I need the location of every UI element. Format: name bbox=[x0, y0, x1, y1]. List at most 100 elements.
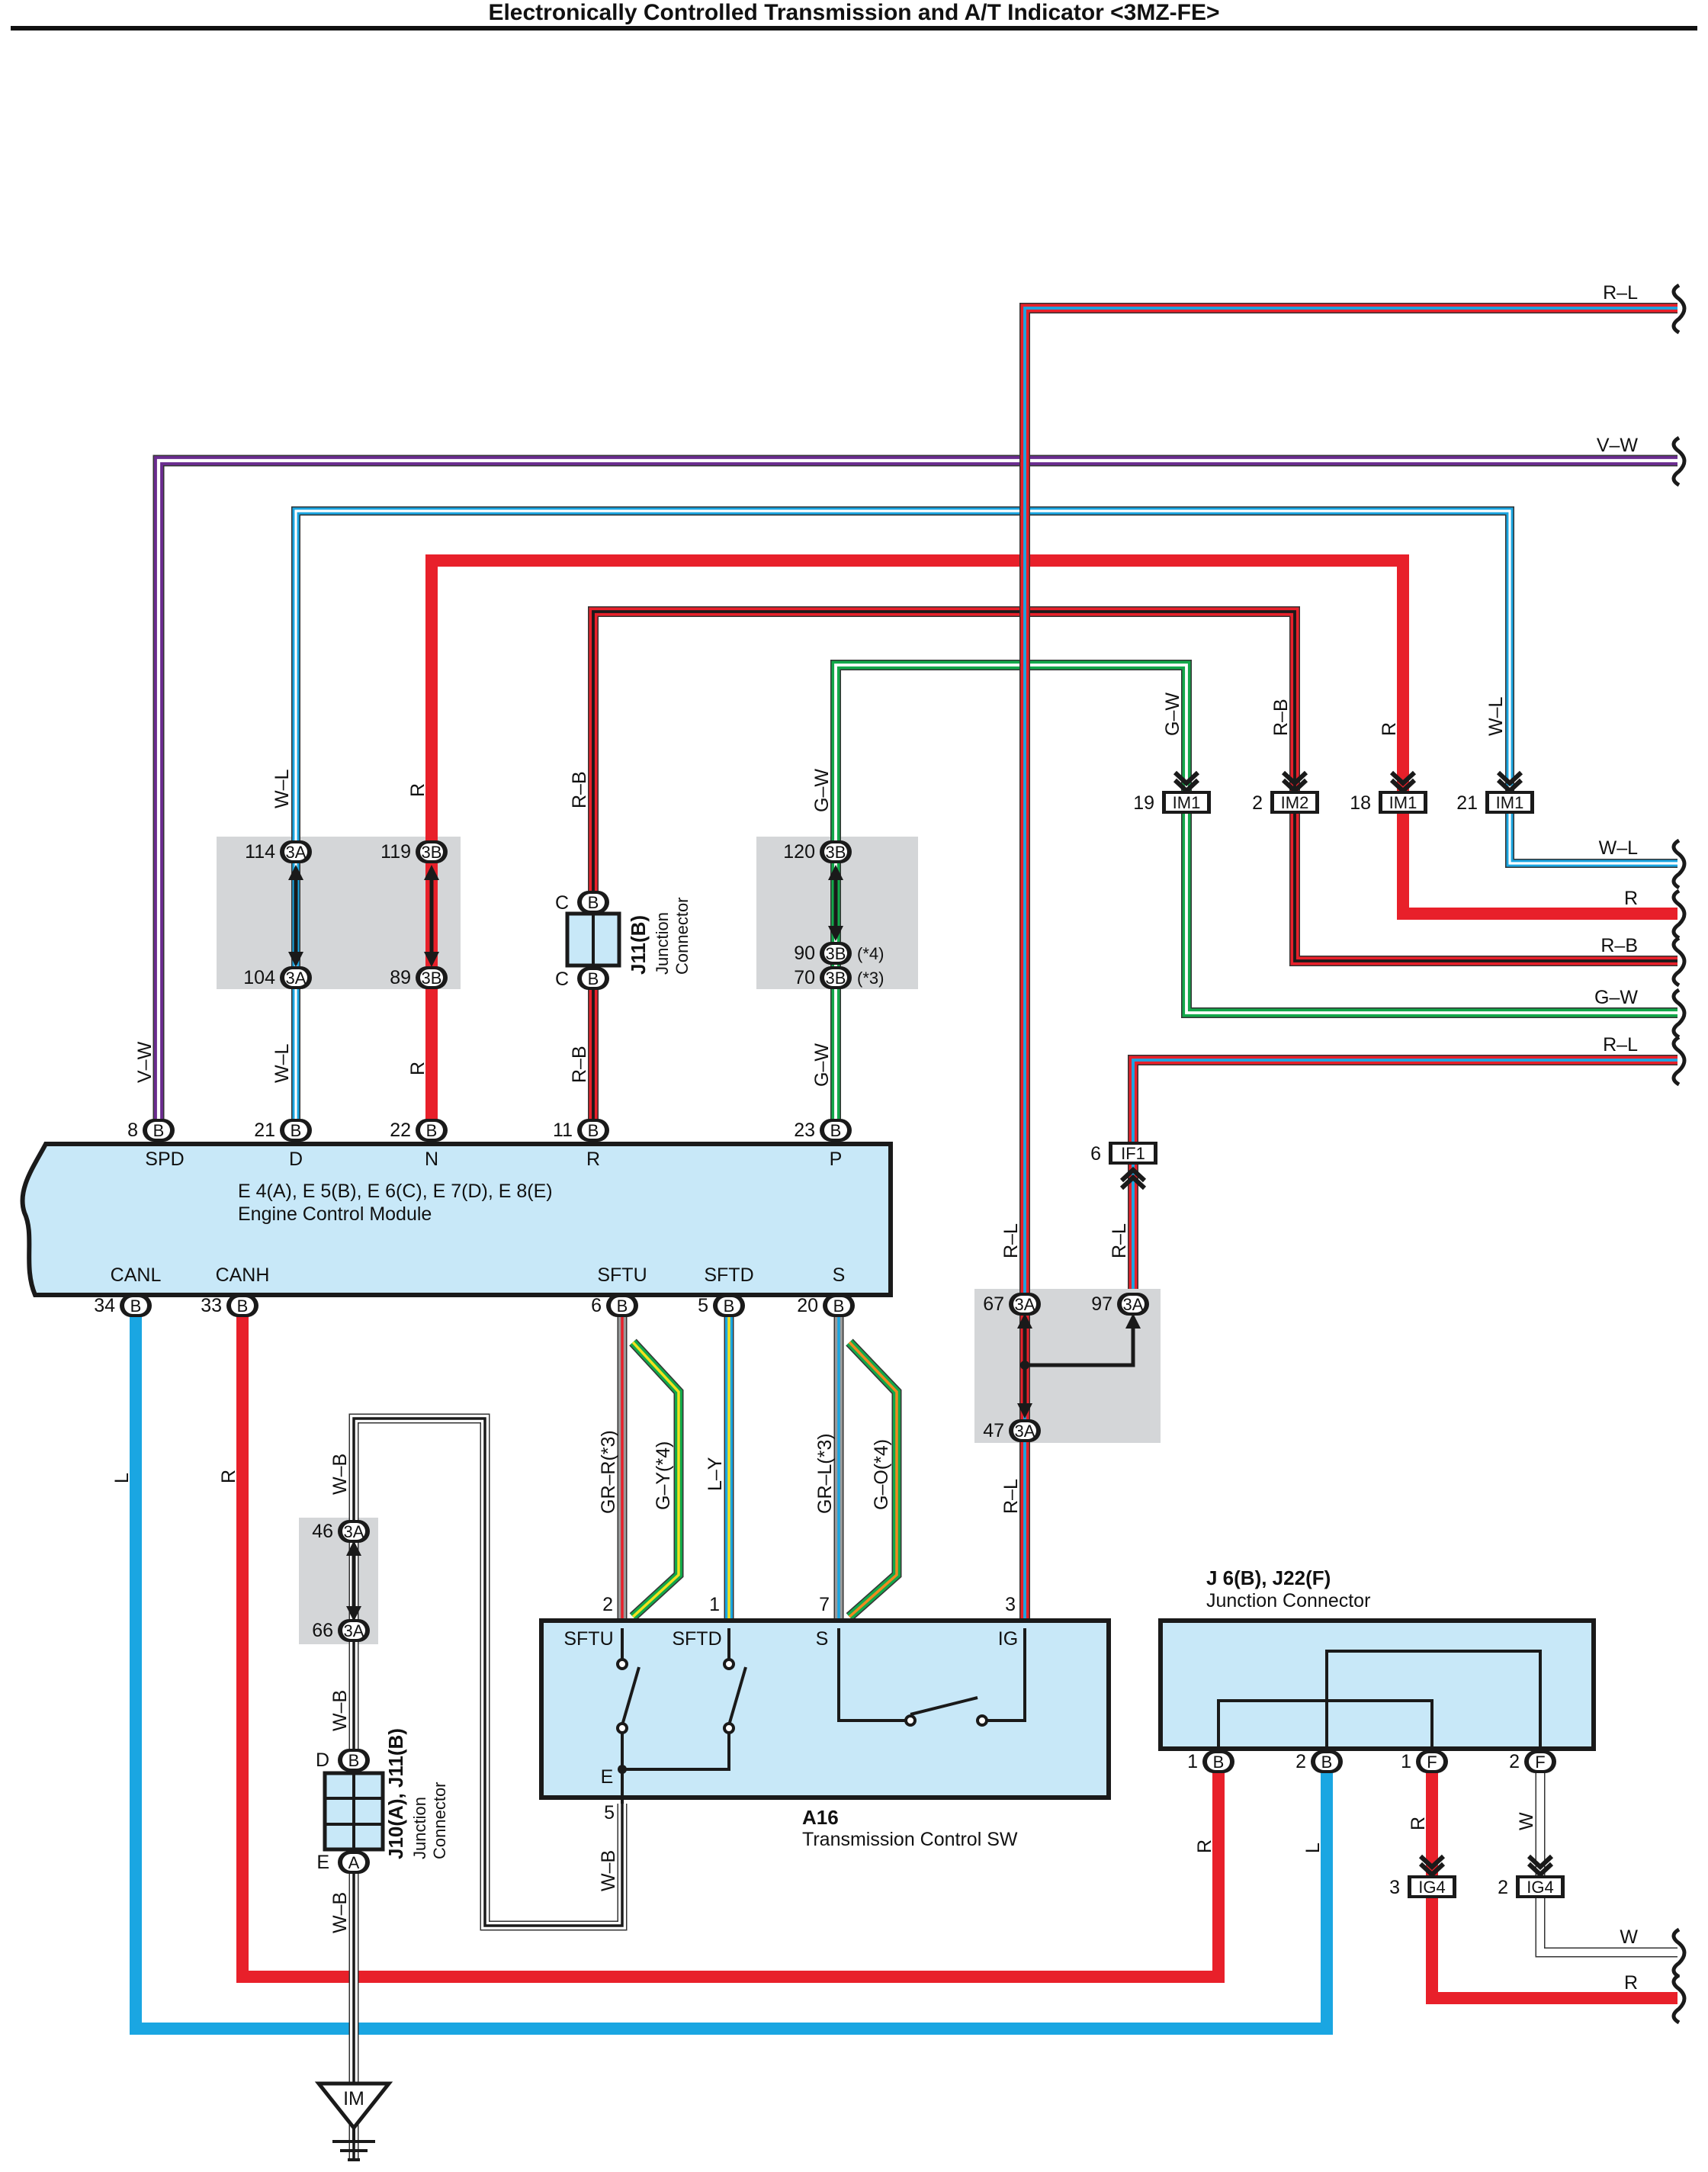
chevron bbox=[1496, 778, 1523, 795]
pin-number: 23 bbox=[794, 1120, 815, 1141]
wire-label: R bbox=[407, 1062, 429, 1075]
sw-line bbox=[837, 1628, 906, 1722]
wire-label: L bbox=[1302, 1843, 1324, 1853]
pin-oval-inner bbox=[582, 1122, 605, 1139]
pin-number: 2 bbox=[1509, 1751, 1520, 1772]
connector-inner bbox=[1382, 794, 1424, 811]
ecm-pin-name: SPD bbox=[145, 1149, 184, 1170]
j6-junction-connector: J 6(B), J22(F)Junction Connector bbox=[1158, 1566, 1596, 1751]
pin-number: 2 bbox=[1295, 1751, 1306, 1772]
sw-blade bbox=[910, 1696, 978, 1716]
chevron bbox=[1173, 778, 1200, 795]
pin-oval-inner bbox=[147, 1122, 170, 1139]
wire-label: W–L bbox=[271, 770, 293, 809]
connector-inner bbox=[1520, 1878, 1561, 1895]
j10-name: J10(A), J11(B) bbox=[384, 1728, 407, 1859]
pin-connector-label: 3A bbox=[1015, 1295, 1035, 1314]
a16-pin-number: 2 bbox=[602, 1594, 613, 1615]
pin-connector-label: B bbox=[1213, 1753, 1225, 1772]
ecm-pin-top: B8 bbox=[127, 1119, 175, 1142]
pin-oval-inner bbox=[582, 970, 605, 987]
connector-name: IG4 bbox=[1418, 1878, 1445, 1897]
ecm-pin-bottom: B20 bbox=[797, 1294, 855, 1317]
diagram-title: Electronically Controlled Transmission a… bbox=[488, 0, 1220, 25]
junction-dot bbox=[1020, 1361, 1029, 1370]
connector-name: IM1 bbox=[1173, 793, 1201, 812]
pin-connector-label: 3A bbox=[286, 843, 307, 862]
wire-label: W–L bbox=[271, 1044, 293, 1084]
chevron bbox=[1281, 778, 1308, 795]
wire-label: L–Y bbox=[705, 1457, 726, 1491]
ecm-pin-name: S bbox=[833, 1264, 846, 1286]
wire-g-y bbox=[629, 1338, 684, 1621]
pin-oval-inner bbox=[342, 1854, 365, 1871]
pin-oval-inner bbox=[420, 843, 443, 860]
wire-label: R–L bbox=[1603, 1034, 1638, 1055]
wire-body bbox=[292, 507, 1678, 1129]
pin-oval-inner bbox=[284, 1122, 307, 1139]
wire-label: R bbox=[1624, 1972, 1638, 1994]
pin-connector-label: 3B bbox=[422, 843, 442, 862]
junction-arrow bbox=[288, 952, 303, 967]
pin-number: 47 bbox=[983, 1420, 1004, 1441]
pin-oval-inner bbox=[1013, 1422, 1036, 1439]
a16-pin-name: SFTU bbox=[563, 1628, 613, 1650]
sw-blade bbox=[621, 1666, 640, 1726]
pin-connector-label: 3B bbox=[826, 843, 846, 862]
junction-arrow bbox=[1017, 1403, 1032, 1419]
ecm-pin-bottom: B5 bbox=[698, 1294, 745, 1317]
j6-pin: B1 bbox=[1187, 1750, 1234, 1773]
ecm-pin-top: B21 bbox=[254, 1119, 312, 1142]
wire-outline bbox=[1128, 1055, 1678, 1289]
j6-pin: B2 bbox=[1295, 1750, 1343, 1773]
wire-label: W–B bbox=[329, 1454, 351, 1495]
ecm-pin-top: B22 bbox=[390, 1119, 448, 1142]
ground-im: IM bbox=[314, 2081, 393, 2161]
pin-connector-label: B bbox=[617, 1296, 628, 1316]
connector-inner bbox=[1112, 1145, 1154, 1162]
wire-break-mark bbox=[1671, 988, 1687, 1039]
pin-number: 67 bbox=[983, 1293, 1004, 1315]
wire-stripe bbox=[1132, 1059, 1678, 1289]
chevron bbox=[1527, 1854, 1554, 1871]
wire-w-l bbox=[291, 506, 1678, 1129]
j6-name: J 6(B), J22(F) bbox=[1206, 1566, 1331, 1589]
chevron bbox=[1496, 770, 1523, 787]
pin-number: 6 bbox=[591, 1295, 602, 1316]
wire-break-mark bbox=[1671, 283, 1687, 335]
wire-body bbox=[425, 554, 1678, 1129]
pin-oval-inner bbox=[611, 1297, 634, 1314]
wires bbox=[130, 303, 1678, 2158]
wire-stripe bbox=[592, 610, 1678, 1129]
j10-pin-letter: E bbox=[316, 1852, 329, 1873]
wire-stripe bbox=[1023, 307, 1678, 1621]
pin-number: 120 bbox=[783, 841, 815, 863]
wire-body bbox=[130, 1308, 1333, 2035]
ground-label: IM bbox=[343, 2088, 364, 2109]
connector-name: IF1 bbox=[1121, 1144, 1145, 1163]
a16-pin-name: IG bbox=[998, 1628, 1018, 1650]
j11b-pin-bottom: B bbox=[577, 967, 609, 990]
wire-body bbox=[1536, 1762, 1678, 1956]
sw-contact bbox=[616, 1658, 628, 1670]
pin-note: (*4) bbox=[857, 944, 884, 963]
pin-oval-inner bbox=[284, 969, 307, 986]
j11b-pin-letter: C bbox=[555, 892, 569, 914]
ecm-pin-name: SFTD bbox=[704, 1264, 753, 1286]
junction-3a-3b: (*4)(*3) bbox=[288, 865, 884, 988]
ecm-pin-bottom: B33 bbox=[201, 1294, 258, 1317]
junction-arrow bbox=[288, 865, 303, 880]
pin-number: 119 bbox=[380, 841, 411, 863]
pin-connector-label: 3B bbox=[826, 969, 846, 988]
pin-connector-label: B bbox=[348, 1751, 360, 1770]
wire-label: R–B bbox=[569, 1046, 590, 1083]
j6-sub: Junction Connector bbox=[1206, 1590, 1370, 1611]
